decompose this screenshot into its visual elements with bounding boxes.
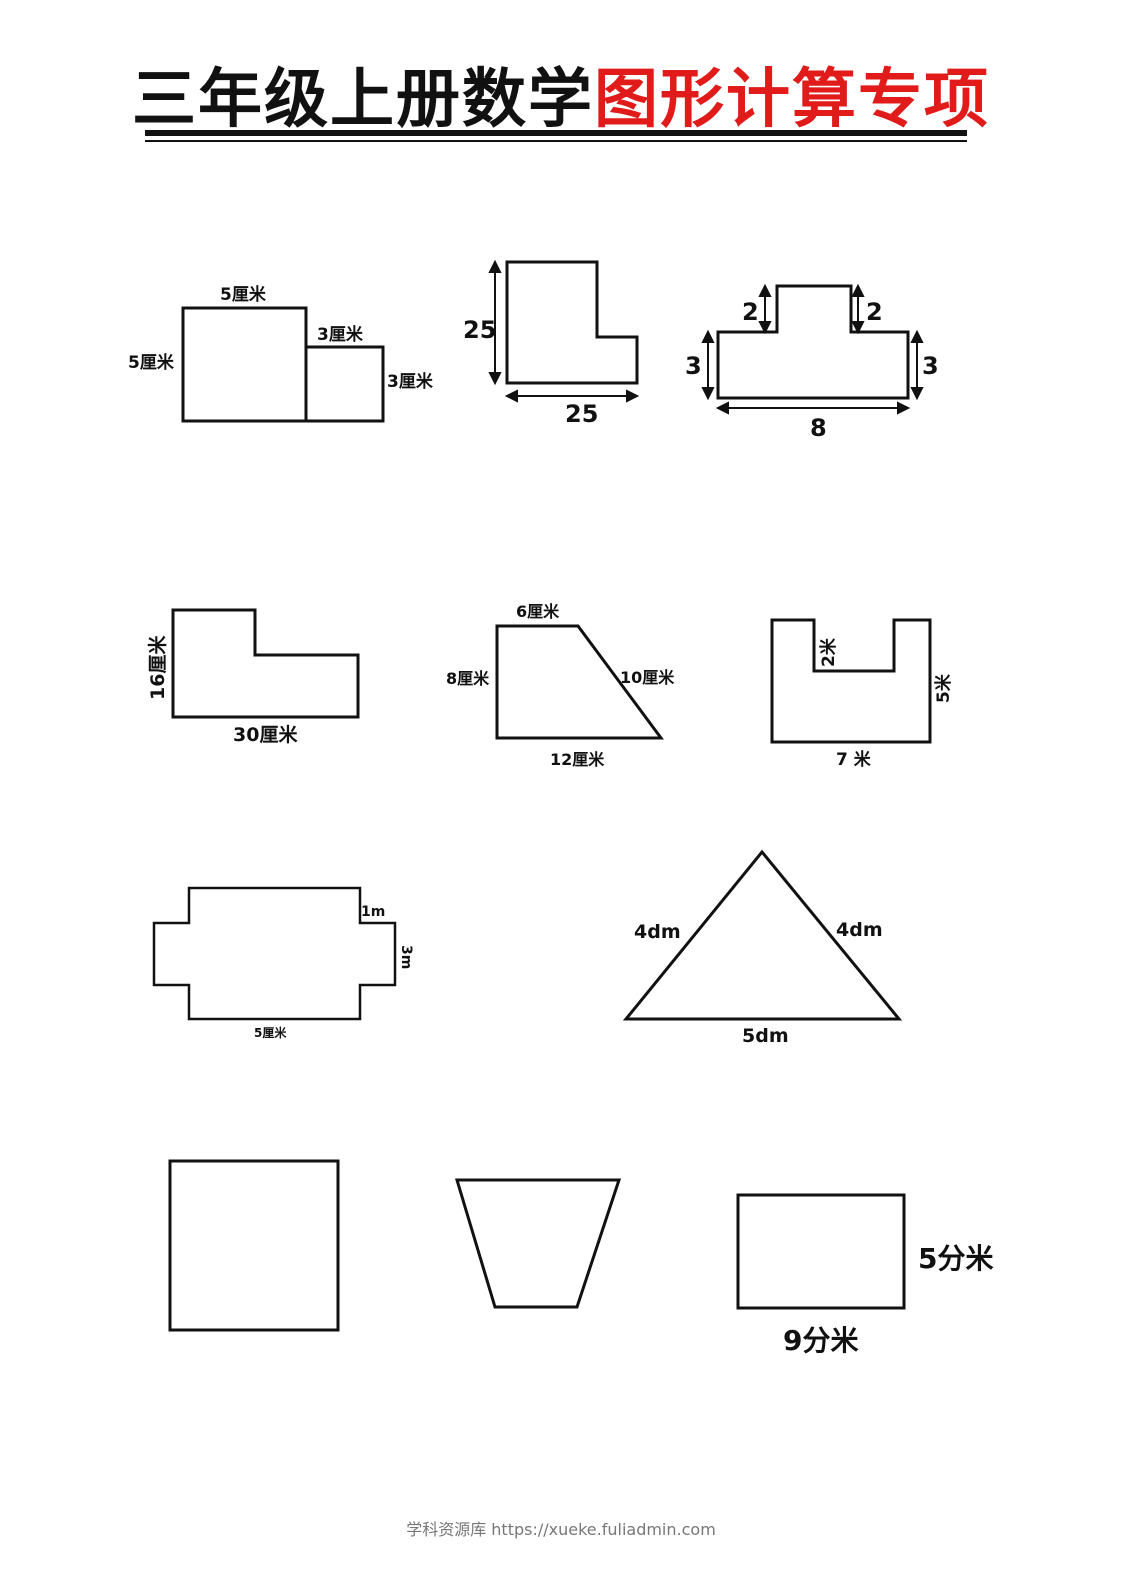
label-bottom: 9分米 [783,1324,858,1357]
large-square [181,306,308,423]
label-notch: 1m [361,904,385,920]
step-shape-outline [171,608,360,719]
l-shape-outline [505,260,639,385]
figure-u-shape: 2米 5米 7 米 [770,618,954,770]
label-notch: 2米 [818,637,839,667]
title-black-part: 三年级上册数学 [132,63,594,137]
label-bottom: 30厘米 [233,723,298,746]
figure-step-shape: 16厘米 30厘米 [146,608,360,746]
label-bottom: 12厘米 [550,750,605,769]
page-title: 三年级上册数学图形计算专项 [0,60,1122,140]
label-top: 5厘米 [220,284,267,305]
figure-trapezoid: 6厘米 8厘米 10厘米 12厘米 [446,602,675,769]
title-underline-thick [145,130,967,136]
figure-l-shape: 25 25 [463,259,640,428]
figure-rectangle: 5分米 9分米 [736,1193,993,1357]
label-bottom: 8 [810,414,827,442]
figure-inverted-trapezoid [454,1178,622,1309]
label-right: 5分米 [918,1242,993,1275]
label-left: 3 [685,352,702,380]
label-left: 5厘米 [128,352,175,373]
label-bottom: 5厘米 [254,1025,287,1040]
label-right-top: 2 [866,298,883,326]
square-outline [168,1159,340,1332]
u-shape-outline [770,618,932,744]
label-left: 16厘米 [146,635,169,700]
cross-shape-outline [152,886,397,1021]
label-small-right: 3厘米 [387,371,434,392]
label-right: 3m [398,945,414,969]
label-right: 4dm [836,919,883,941]
rectangle-outline [736,1193,906,1310]
label-left-top: 2 [742,298,759,326]
label-slant: 10厘米 [620,668,675,687]
label-top: 6厘米 [516,602,560,621]
figure-two-squares: 5厘米 5厘米 3厘米 3厘米 [128,284,434,423]
footer-source: 学科资源库 https://xueke.fuliadmin.com [406,1520,716,1539]
figure-square [168,1159,340,1332]
triangle-outline [622,849,903,1021]
label-small-top: 3厘米 [317,324,364,345]
title-red-part: 图形计算专项 [594,63,990,137]
title-underline-thin [145,140,967,142]
figure-cross-shape: 1m 3m 5厘米 [152,886,414,1040]
label-left: 8厘米 [446,669,490,688]
label-width: 25 [565,400,598,428]
figure-triangle: 4dm 4dm 5dm [622,849,903,1047]
trapezoid-outline [495,624,664,740]
label-right: 3 [922,352,939,380]
label-right: 5米 [933,673,954,703]
figure-t-shape: 2 2 3 3 8 [685,283,939,442]
t-shape-outline [716,284,910,400]
inverted-trapezoid-outline [454,1178,622,1309]
small-square [304,345,385,423]
label-height: 25 [463,316,496,344]
label-bottom: 7 米 [836,749,872,770]
label-left: 4dm [634,921,681,943]
label-bottom: 5dm [742,1025,789,1047]
